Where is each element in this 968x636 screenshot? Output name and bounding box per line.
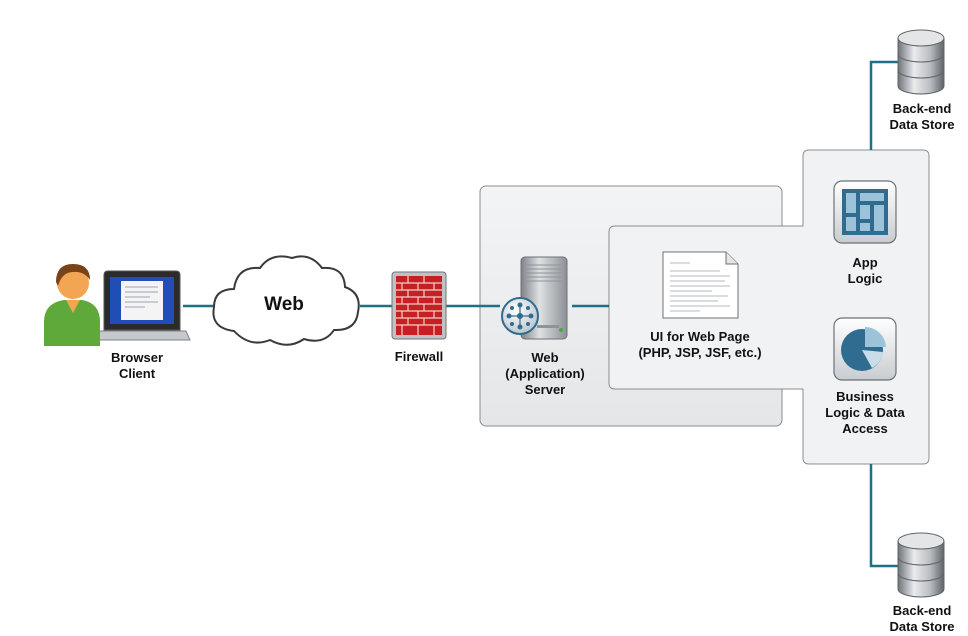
web-server-label-line-1: Web <box>531 350 559 365</box>
datastore-top-label: Back-end Data Store <box>878 101 966 133</box>
web-cloud-label: Web <box>244 293 324 317</box>
connector-lines <box>183 60 898 568</box>
datastore-bottom-label: Back-end Data Store <box>878 603 966 635</box>
ui-web-page-label-line-2: (PHP, JSP, JSF, etc.) <box>638 345 762 360</box>
brick-wall-icon <box>391 271 447 340</box>
web-server-label-line-2: (Application) <box>505 366 585 381</box>
cloud-icon <box>212 255 360 346</box>
browser-client-label: Browser Client <box>82 350 192 382</box>
server-tower-icon <box>501 256 568 340</box>
business-logic-label-line-3: Access <box>842 421 888 436</box>
datastore-top-label-line-1: Back-end <box>892 101 952 116</box>
datastore-top-label-line-2: Data Store <box>889 117 955 132</box>
app-logic-label: App Logic <box>815 255 915 287</box>
app-logic-icon <box>833 180 897 244</box>
user-with-laptop-icon <box>44 264 191 346</box>
pie-chart-icon <box>833 317 897 381</box>
datastore-bottom-label-line-1: Back-end <box>892 603 952 618</box>
web-cloud-label-text: Web <box>264 294 304 315</box>
business-logic-label: Business Logic & Data Access <box>810 389 920 437</box>
browser-client-label-line-2: Client <box>118 366 156 381</box>
app-logic-label-line-2: Logic <box>847 271 883 286</box>
business-logic-label-line-2: Logic & Data <box>825 405 905 420</box>
web-server-label: Web (Application) Server <box>485 350 605 398</box>
document-icon <box>662 251 739 319</box>
firewall-label: Firewall <box>374 349 464 365</box>
database-icon-bottom <box>897 532 945 598</box>
firewall-label-text: Firewall <box>394 349 444 364</box>
database-icon-top <box>897 29 945 95</box>
business-logic-label-line-1: Business <box>836 389 894 404</box>
web-server-label-line-3: Server <box>524 382 566 397</box>
datastore-bottom-label-line-2: Data Store <box>889 619 955 634</box>
ui-web-page-label-line-1: UI for Web Page <box>650 329 750 344</box>
browser-client-label-line-1: Browser <box>110 350 164 365</box>
ui-web-page-label: UI for Web Page (PHP, JSP, JSF, etc.) <box>615 329 785 361</box>
app-logic-label-line-1: App <box>852 255 878 270</box>
